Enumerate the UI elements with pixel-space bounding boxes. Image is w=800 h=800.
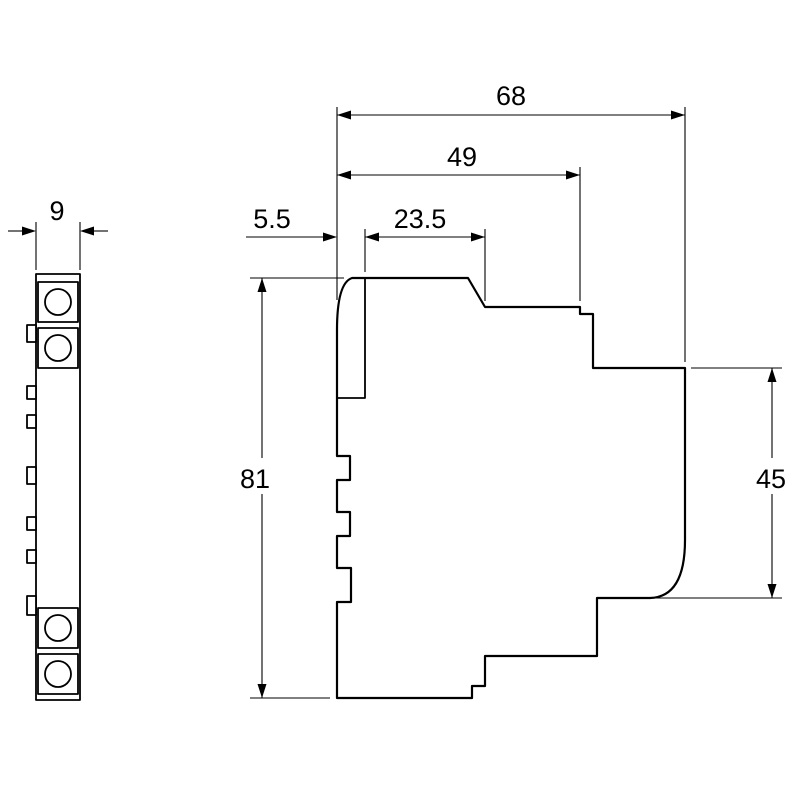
dim-top-setback: 23.5 <box>364 204 486 301</box>
dim-label: 45 <box>756 464 786 494</box>
dim-label: 49 <box>447 142 477 172</box>
dim-label: 9 <box>49 196 64 226</box>
dim-rear-height: 45 <box>656 367 793 599</box>
arrowhead <box>257 278 267 292</box>
side-clip <box>26 466 37 485</box>
dim-label: 81 <box>240 464 270 494</box>
side-clip <box>26 549 37 564</box>
dim-label: 68 <box>496 81 526 111</box>
dim-label: 23.5 <box>394 204 447 234</box>
side-clip <box>26 385 37 400</box>
terminal-screw <box>44 288 72 316</box>
arrowhead <box>257 684 267 698</box>
dim-overall-depth: 68 <box>336 81 686 362</box>
arrowhead <box>671 110 685 120</box>
front-view <box>26 273 81 701</box>
side-clip <box>26 414 37 429</box>
arrowhead <box>337 110 351 120</box>
dim-front-width: 9 <box>8 196 108 270</box>
side-clip <box>26 595 37 616</box>
side-view <box>335 276 687 700</box>
dim-front-offset: 5.5 <box>246 204 337 242</box>
terminal-screw <box>44 660 72 688</box>
label-background <box>749 458 793 494</box>
arrowhead <box>471 232 485 242</box>
dim-label: 5.5 <box>253 204 291 234</box>
side-profile-inner-edge <box>337 278 366 399</box>
side-clip <box>26 324 37 343</box>
arrowhead <box>337 170 351 180</box>
dim-overall-height: 81 <box>233 277 344 699</box>
side-profile-outline <box>335 276 687 700</box>
side-clip <box>26 516 37 531</box>
dim-upper-depth: 49 <box>337 142 581 301</box>
arrowhead <box>365 232 379 242</box>
arrowhead <box>323 232 337 242</box>
arrowhead <box>22 226 36 236</box>
terminal-screw <box>44 614 72 642</box>
label-background <box>233 458 277 494</box>
arrowhead <box>767 368 777 382</box>
terminal-screw <box>44 334 72 362</box>
arrowhead <box>767 584 777 598</box>
arrowhead <box>566 170 580 180</box>
arrowhead <box>80 226 94 236</box>
